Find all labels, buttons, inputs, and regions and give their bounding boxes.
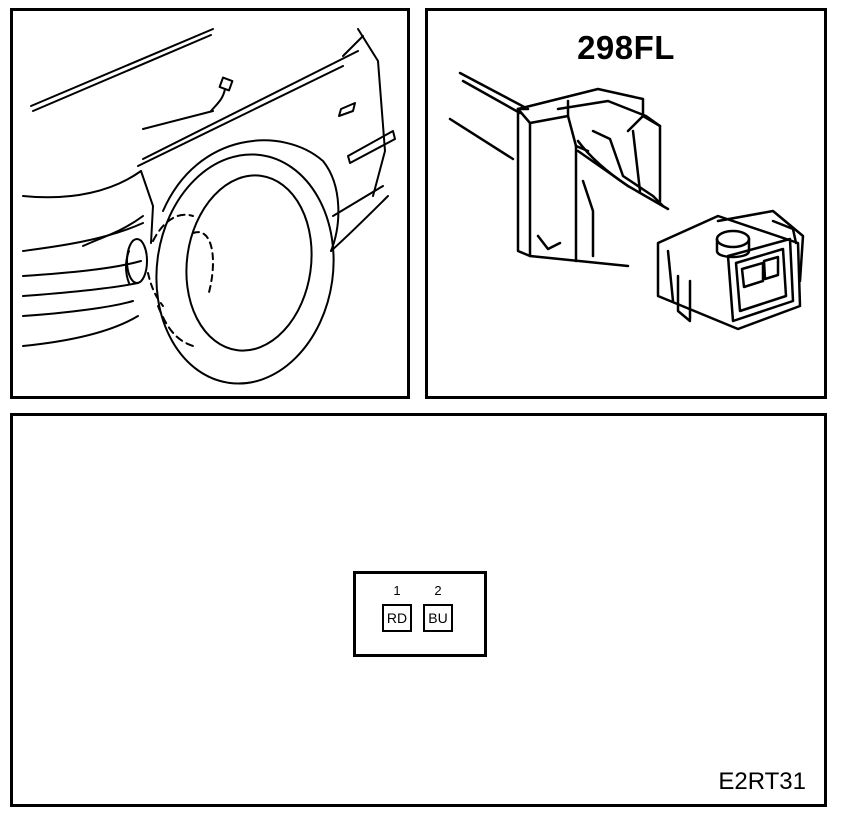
- pinout-panel: 1 2 RD BU E2RT31: [10, 413, 827, 807]
- pin-number: 2: [434, 583, 442, 598]
- pin-color-cell: RD: [382, 604, 412, 632]
- pin-color-cell: BU: [423, 604, 453, 632]
- car-front-illustration: [22, 28, 396, 385]
- connector-illustration-panel: 298FL: [425, 8, 827, 399]
- pin-number: 1: [393, 583, 401, 598]
- connector-face: 1 2 RD BU: [353, 571, 487, 657]
- figure-code: E2RT31: [718, 768, 806, 795]
- connector-drawing: [448, 71, 805, 331]
- connector-id: 298FL: [577, 29, 675, 66]
- car-location-panel: [10, 8, 410, 399]
